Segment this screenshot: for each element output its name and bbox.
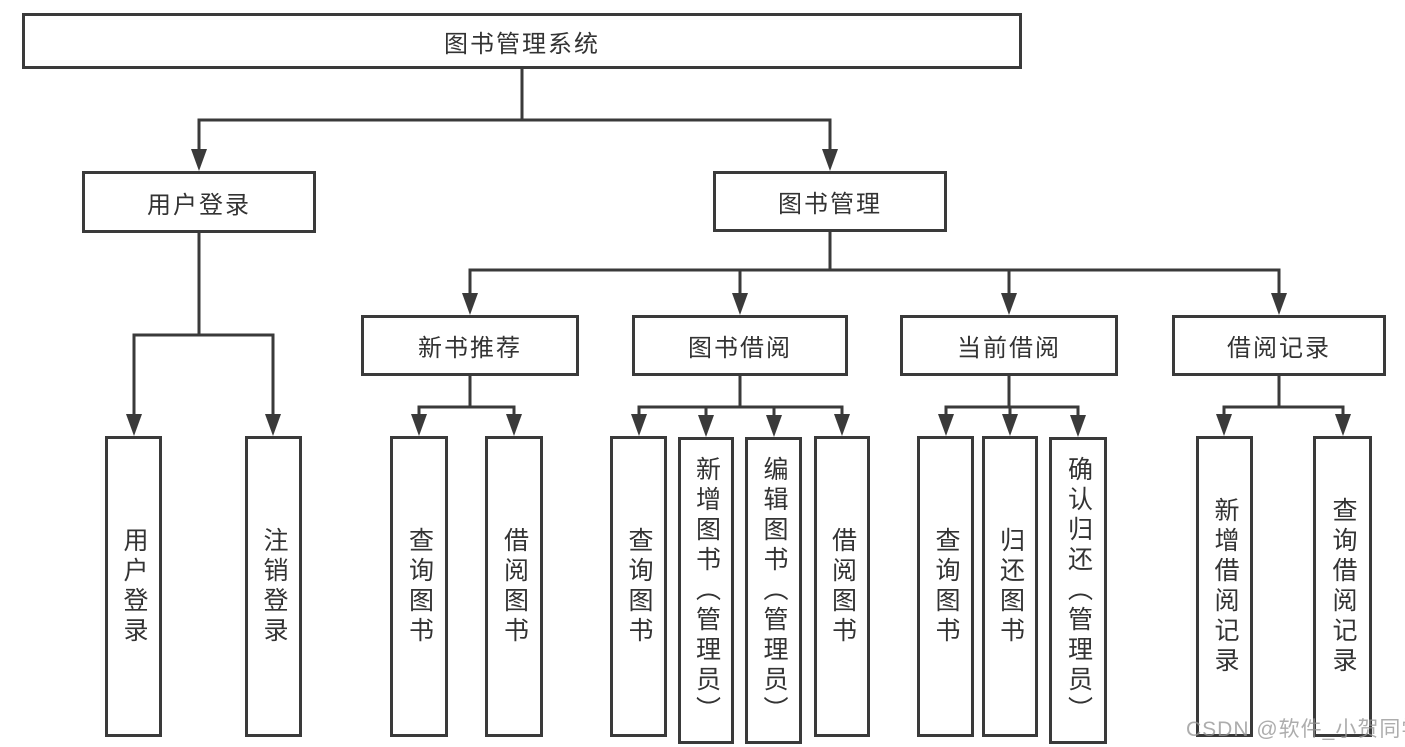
leaf-query-books-borrowing: 查询图书 — [610, 436, 667, 737]
node-label: 查询图书 — [405, 526, 434, 647]
arrow-heads — [126, 149, 1351, 437]
node-label: 查询借阅记录 — [1329, 496, 1357, 677]
node-label: 借阅图书 — [500, 526, 529, 647]
node-label: 新增借阅记录 — [1211, 496, 1239, 677]
leaf-edit-books-admin: 编辑图书（管理员） — [745, 437, 802, 744]
leaf-confirm-return-admin: 确认归还（管理员） — [1049, 437, 1107, 744]
node-label: 借阅图书 — [828, 526, 857, 647]
leaf-query-books-recommend: 查询图书 — [390, 436, 448, 737]
leaf-logout: 注销登录 — [245, 436, 302, 737]
node-new-book-recommendation: 新书推荐 — [361, 315, 579, 376]
node-label: 图书管理系统 — [444, 30, 600, 58]
node-book-management: 图书管理 — [713, 171, 947, 232]
leaf-borrow-books-recommend: 借阅图书 — [485, 436, 543, 737]
node-label: 新书推荐 — [418, 335, 522, 362]
node-label: 用户登录 — [147, 191, 251, 219]
node-label: 借阅记录 — [1227, 335, 1331, 362]
node-user-login: 用户登录 — [82, 171, 316, 233]
leaf-add-borrow-record: 新增借阅记录 — [1196, 436, 1253, 737]
leaf-borrow-books-borrowing: 借阅图书 — [814, 436, 870, 737]
node-label: 确认归还（管理员） — [1064, 455, 1093, 726]
node-current-borrowing: 当前借阅 — [900, 315, 1118, 376]
node-label: 当前借阅 — [957, 335, 1061, 362]
leaf-add-books-admin: 新增图书（管理员） — [678, 437, 734, 744]
leaf-query-books-current: 查询图书 — [917, 436, 974, 737]
leaf-return-books: 归还图书 — [982, 436, 1038, 737]
node-book-borrowing: 图书借阅 — [632, 315, 848, 376]
node-label: 查询图书 — [625, 526, 653, 647]
node-label: 图书借阅 — [688, 335, 792, 362]
node-label: 编辑图书（管理员） — [760, 455, 788, 726]
node-label: 新增图书（管理员） — [692, 455, 721, 726]
node-label: 用户登录 — [120, 526, 148, 647]
leaf-query-borrow-record: 查询借阅记录 — [1313, 436, 1372, 737]
csdn-watermark: CSDN @软件_小贺同学 — [1186, 718, 1405, 741]
node-library-management-system: 图书管理系统 — [22, 13, 1022, 69]
node-label: 图书管理 — [778, 191, 882, 218]
node-label: 归还图书 — [996, 526, 1025, 647]
node-label: 查询图书 — [932, 526, 960, 647]
node-borrowing-records: 借阅记录 — [1172, 315, 1386, 376]
leaf-user-login: 用户登录 — [105, 436, 162, 737]
node-label: 注销登录 — [260, 526, 288, 647]
